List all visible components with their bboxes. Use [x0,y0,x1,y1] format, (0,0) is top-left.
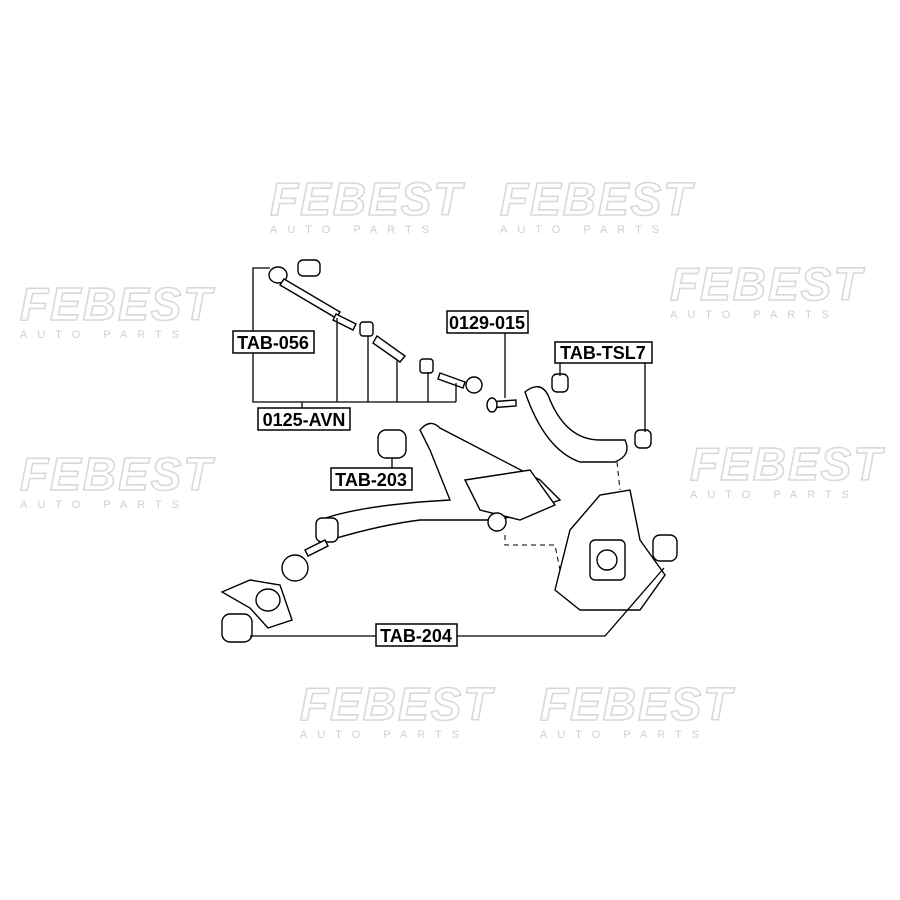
ball-joint-part [465,376,483,394]
sleeve-part [372,334,407,363]
nut-part [359,321,374,337]
dash-guide [504,535,561,571]
threaded-end-part [332,313,357,331]
watermark-brand: FEBEST [540,678,735,730]
bushing-part [297,259,321,277]
washer-part [486,397,498,413]
ball-joint-stud [437,372,466,389]
nut-part-2 [419,358,434,374]
arm-bushing-part-2 [634,429,652,449]
watermark-tagline: AUTO PARTS [690,489,859,501]
cam-washer-part [281,554,309,582]
rod-end-part [268,266,288,284]
part-number: TAB-TSL7 [560,343,646,363]
watermark-tagline: AUTO PARTS [670,309,839,321]
watermark-brand: FEBEST [690,438,885,490]
part-number: 0125-AVN [263,410,346,430]
watermark-tagline: AUTO PARTS [20,499,189,511]
watermark-tagline: AUTO PARTS [300,729,469,741]
watermark-brand: FEBEST [20,448,215,500]
tab204-bushing-part [221,613,253,643]
watermark-brand: FEBEST [20,278,215,330]
bracket-bushing-ring [255,588,281,612]
label-0129-015: 0129-015 [446,310,529,334]
bracket-part [463,469,557,521]
watermark-brand: FEBEST [670,258,865,310]
watermark-brand: FEBEST [300,678,495,730]
watermark-tagline: AUTO PARTS [500,224,669,236]
parts-drawing [220,259,678,643]
part-number: TAB-204 [380,626,452,646]
rod-part [279,278,341,319]
part-number: TAB-203 [335,470,407,490]
watermark-brand: FEBEST [270,173,465,225]
watermark-tagline: AUTO PARTS [540,729,709,741]
label-tab-056: TAB-056 [232,330,315,354]
leader-lines [250,267,665,637]
watermark-tagline: AUTO PARTS [20,329,189,341]
label-tab-203: TAB-203 [330,467,413,491]
label-tab-tsl7: TAB-TSL7 [554,341,653,364]
trailing-bushing-part [377,429,407,459]
part-number: TAB-056 [237,333,309,353]
watermark-tagline: AUTO PARTS [270,224,439,236]
mount-part [487,512,507,532]
stud-part [304,539,329,557]
label-0125-avn: 0125-AVN [257,407,351,431]
dash-guide-2 [616,461,621,491]
knuckle-bushing-part [652,534,678,562]
part-number: 0129-015 [449,313,525,333]
arm-bushing-part [551,373,569,393]
hub-part [596,549,618,571]
arm-bushing-end [315,517,339,543]
label-tab-204: TAB-204 [375,623,458,647]
upper-arm-part [524,386,628,463]
watermark-brand: FEBEST [500,173,695,225]
